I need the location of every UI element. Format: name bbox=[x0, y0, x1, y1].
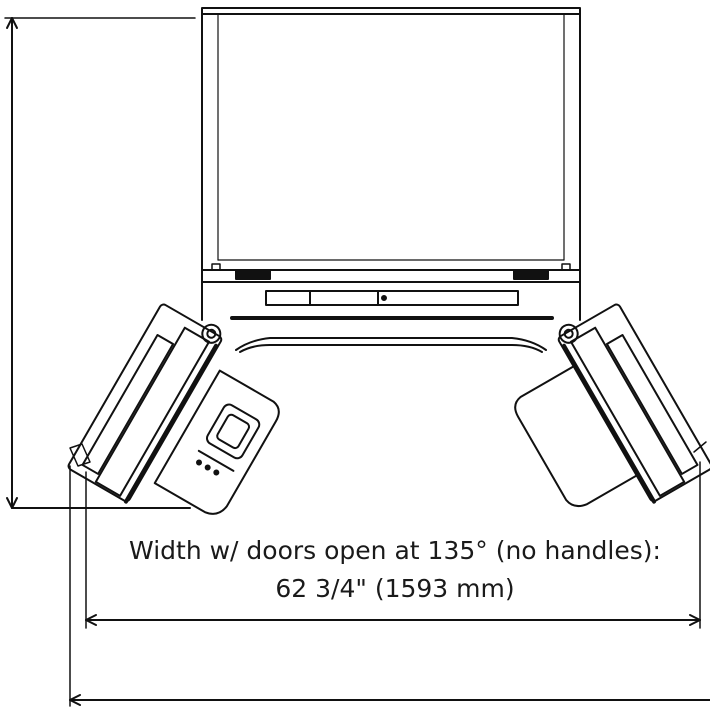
right-open-door bbox=[557, 303, 710, 504]
left-door-bin bbox=[153, 369, 280, 515]
door-edge-markers bbox=[69, 441, 707, 467]
width-label-line-1: Width w/ doors open at 135° (no handles)… bbox=[129, 536, 661, 565]
width-label-line-2: 62 3/4" (1593 mm) bbox=[275, 574, 515, 603]
right-door-bin bbox=[514, 365, 639, 508]
depth-dimension-line bbox=[4, 17, 196, 509]
overall-width-dimension-line bbox=[69, 465, 710, 707]
width-dimension-line bbox=[85, 461, 701, 629]
refrigerator-cabinet bbox=[201, 7, 581, 283]
left-open-door bbox=[67, 303, 223, 504]
drawer-face bbox=[201, 281, 581, 353]
